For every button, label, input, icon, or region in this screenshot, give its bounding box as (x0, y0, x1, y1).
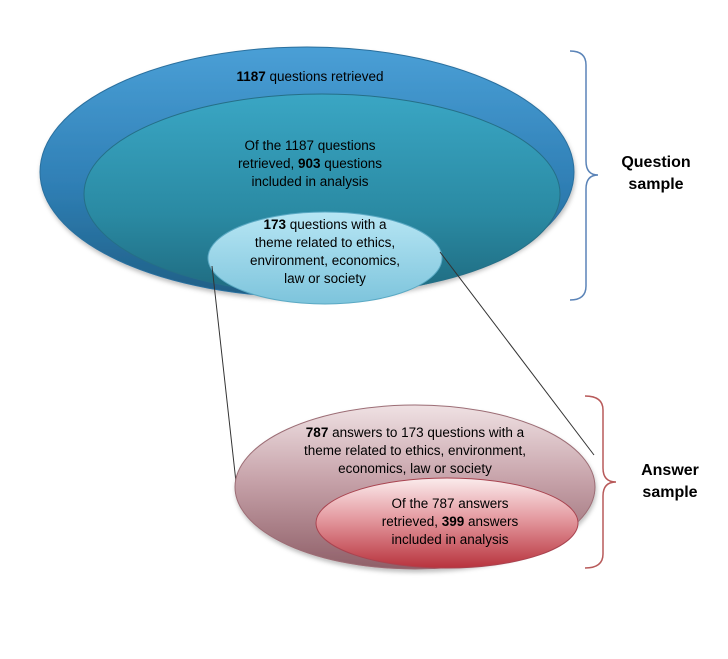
question-themed-line1: 173 questions with a (263, 217, 387, 232)
question-included-count: 903 (297, 156, 321, 171)
question-themed-ellipse (207, 211, 443, 305)
question-themed-line2: theme related to ethics, (254, 235, 396, 250)
question-retrieved-text: 1187 questions retrieved (190, 68, 430, 86)
question-sample-label: Question sample (621, 154, 691, 193)
answer-all-text: 787 answers to 173 questions with a them… (280, 424, 550, 478)
answer-included-text: Of the 787 answers retrieved, 399 answer… (355, 495, 545, 549)
answer-sample-bracket (584, 395, 617, 569)
answer-included-line3: included in analysis (391, 532, 509, 547)
question-themed-line4: law or society (284, 271, 366, 286)
answer-all-count: 787 (305, 425, 329, 440)
question-included-text: Of the 1187 questions retrieved, 903 que… (200, 137, 420, 191)
question-retrieved-label: questions retrieved (265, 69, 384, 84)
question-included-line2: retrieved, 903 questions (237, 156, 383, 171)
answer-all-line1: 787 answers to 173 questions with a (305, 425, 525, 440)
answer-included-count: 399 (441, 514, 465, 529)
question-themed-count: 173 (263, 217, 286, 232)
answer-included-line1: Of the 787 answers (391, 496, 509, 511)
question-included-line1: Of the 1187 questions (244, 138, 376, 153)
answer-all-line2: theme related to ethics, environment, (303, 443, 527, 458)
question-themed-line3: environment, economics, (249, 253, 401, 268)
connector-line-left (211, 265, 237, 483)
question-included-line3: included in analysis (251, 174, 369, 189)
answer-included-ellipse (315, 477, 579, 569)
answer-included-line2: retrieved, 399 answers (381, 514, 519, 529)
answer-sample-label: Answer sample (641, 462, 699, 501)
connector-line-right (439, 251, 595, 456)
question-sample-bracket (569, 50, 599, 301)
question-retrieved-count: 1187 (236, 69, 266, 84)
question-themed-text: 173 questions with a theme related to et… (220, 216, 430, 288)
answer-all-line3: economics, law or society (338, 461, 492, 476)
